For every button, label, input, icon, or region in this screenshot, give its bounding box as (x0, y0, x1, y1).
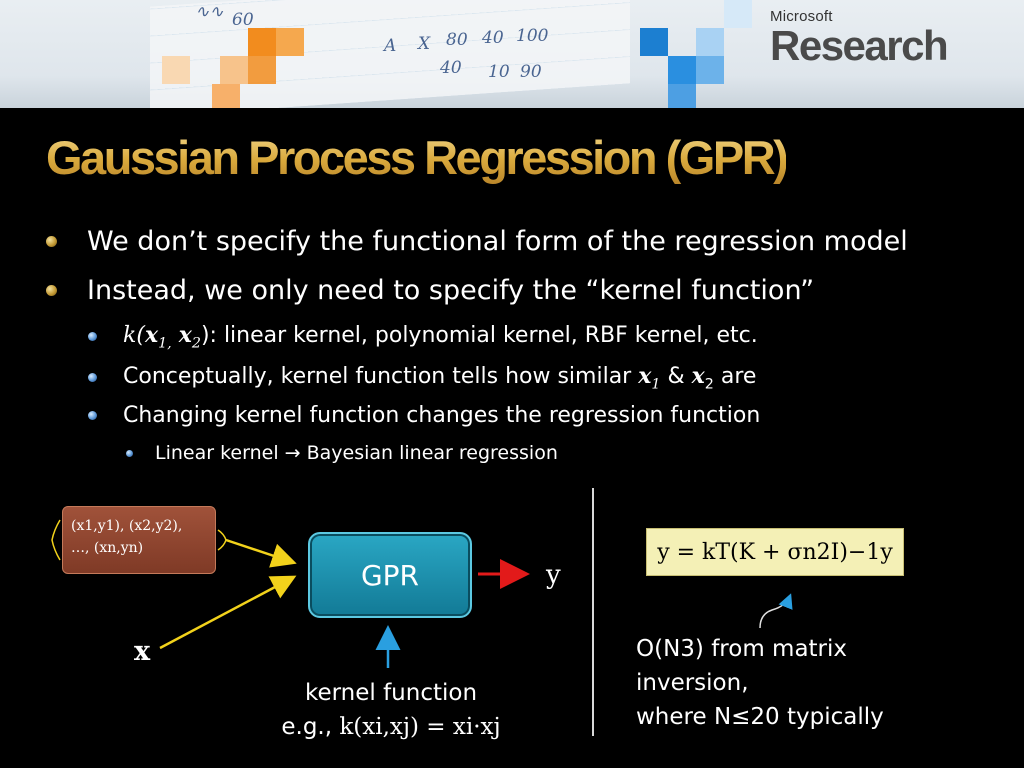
banner-scribble: ∿∿ (195, 2, 224, 22)
gpr-prediction-formula: y = kT(K + σn2I)−1y (646, 528, 904, 576)
complexity-note-line3: where N≤20 typically (636, 704, 884, 730)
decor-square (212, 84, 240, 108)
sub-sub-bullet-item: Linear kernel → Bayesian linear regressi… (126, 442, 558, 464)
right-brace (217, 529, 227, 551)
complexity-note-line1: O(N3) from matrix (636, 636, 848, 662)
sub-sub-bullet-icon (126, 449, 133, 457)
banner-scribble: 100 (516, 26, 549, 46)
kernel-caption-line2: e.g., k(xi,xj) = xi·xj (281, 714, 501, 740)
decor-square (640, 28, 668, 56)
decor-square (276, 28, 304, 56)
sub-bullet-item: k(x1, x2): linear kernel, polynomial ker… (88, 322, 758, 351)
data-to-gpr-arrow (225, 538, 297, 568)
banner-scribble: 40 (440, 58, 462, 78)
complexity-note-line2: inversion, (636, 670, 749, 696)
kernel-formula: k(xi,xj) = xi·xj (339, 714, 501, 740)
banner-scribble: 40 (482, 28, 504, 48)
brand-small: Microsoft (770, 8, 833, 25)
slide-title: Gaussian Process Regression (GPR) (46, 131, 789, 184)
vertical-divider (592, 488, 594, 736)
banner-scribble: 90 (520, 62, 542, 82)
decor-square (162, 56, 190, 84)
decor-square (248, 56, 276, 84)
complexity-note: O(N3) from matrix inversion, where N≤20 … (636, 632, 884, 734)
sub-sub-bullet-text: Linear kernel → Bayesian linear regressi… (155, 442, 558, 464)
training-data-box: (x1,y1), (x2,y2), …, (xn,yn) (62, 506, 216, 574)
decor-square (696, 28, 724, 56)
banner-scribble: A (384, 36, 397, 56)
sub-bullet-item: Conceptually, kernel function tells how … (88, 363, 756, 392)
decor-square (724, 0, 752, 28)
bullet-text: We don’t specify the functional form of … (87, 226, 908, 257)
sub-bullet-icon (88, 332, 97, 342)
banner-scribble: 80 (446, 30, 468, 50)
banner-scribble: X (418, 34, 431, 54)
output-label: y (546, 560, 561, 590)
sub-bullet-item: Changing kernel function changes the reg… (88, 403, 760, 428)
bullet-icon (46, 285, 57, 296)
left-brace (51, 519, 61, 561)
decor-square (696, 56, 724, 84)
kernel-notation: k(x1, x2): linear kernel, polynomial ker… (123, 322, 758, 352)
decor-square (220, 56, 248, 84)
decor-square (668, 56, 696, 84)
input-label: x (134, 636, 151, 667)
kernel-caption-line1: kernel function (304, 680, 478, 706)
training-data-line1: (x1,y1), (x2,y2), (71, 518, 183, 534)
decor-square (668, 84, 696, 108)
bullet-text: Instead, we only need to specify the “ke… (87, 275, 815, 306)
training-data-line2: …, (xn,yn) (71, 540, 144, 556)
header-banner: ∿∿ A X 80 40 100 10 90 40 60 Microsoft R… (0, 0, 1024, 108)
bullet-icon (46, 236, 57, 247)
bullet-item: We don’t specify the functional form of … (46, 226, 908, 257)
bullet-item: Instead, we only need to specify the “ke… (46, 275, 814, 306)
formula-text: y = kT(K + σn2I)−1y (657, 539, 893, 565)
input-to-gpr-arrow (159, 575, 297, 650)
similarity-text: Conceptually, kernel function tells how … (123, 363, 757, 393)
banner-scribble: 60 (232, 10, 254, 30)
decor-square (248, 28, 276, 56)
gpr-box: GPR (308, 532, 472, 618)
gpr-label: GPR (360, 558, 420, 592)
banner-scribble: 10 (488, 62, 510, 82)
sub-bullet-icon (88, 373, 97, 383)
brand-logo: Research (770, 22, 949, 69)
sub-bullet-icon (88, 411, 97, 420)
note-pointer-arrow (759, 593, 793, 629)
kernel-caption: kernel function e.g., k(xi,xj) = xi·xj (266, 676, 516, 744)
sub-bullet-text: Changing kernel function changes the reg… (123, 403, 761, 428)
